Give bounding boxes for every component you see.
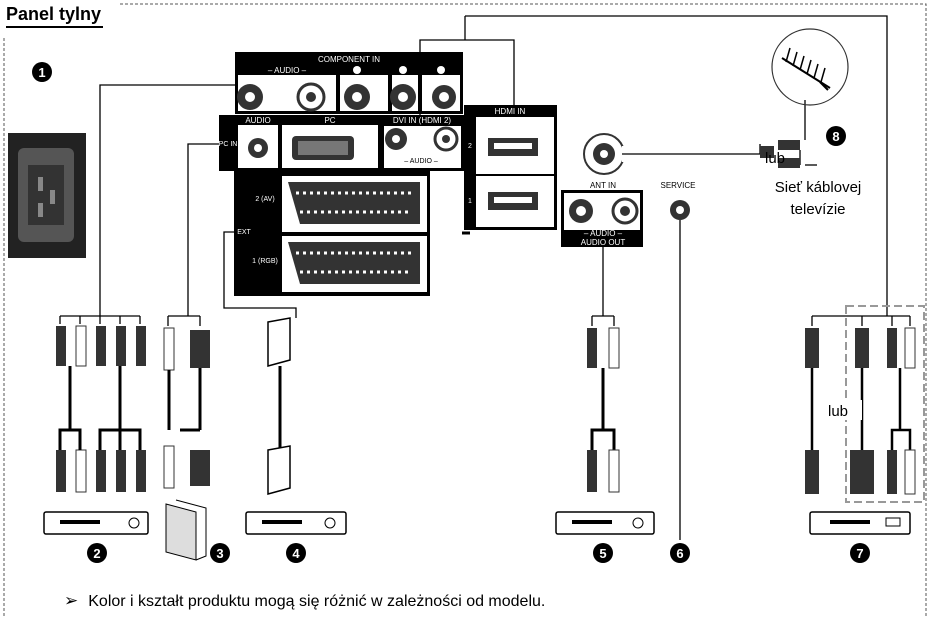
hdmi-1-label: 1 (468, 198, 472, 205)
component-cables (56, 315, 146, 493)
lub-hdmi-label: lub (828, 403, 848, 420)
pc-cables (163, 315, 210, 489)
component-in-label: COMPONENT IN (318, 55, 380, 64)
hdmi-cables (805, 305, 925, 503)
callout-5 (593, 543, 613, 563)
callout-8-label: 8 (832, 129, 839, 144)
vcr-5 (555, 511, 655, 535)
callout-2-label: 2 (93, 546, 100, 561)
antenna-icon (771, 28, 849, 106)
vcr-2 (43, 511, 149, 535)
audio-out-label: AUDIO OUT (581, 238, 626, 247)
callout-4 (286, 543, 306, 563)
pc-label: PC (324, 116, 335, 125)
audio-out-channels-label: – AUDIO – (584, 229, 623, 238)
callout-1-label: 1 (38, 65, 45, 80)
pc-audio-label: AUDIO (245, 116, 270, 125)
connection-lines (99, 15, 888, 540)
hdmi-in-label: HDMI IN (495, 107, 526, 116)
callout-3 (210, 543, 230, 563)
hdmi-in-block: HDMI IN 2 1 (462, 105, 557, 235)
ext-av-label: 2 (AV) (255, 196, 274, 203)
hdmi-2-label: 2 (468, 143, 472, 150)
cable-tv-label-line2: televízie (790, 201, 845, 218)
callout-7 (850, 543, 870, 563)
callout-5-label: 5 (599, 546, 606, 561)
callout-6-label: 6 (676, 546, 683, 561)
ext-rgb-label: 1 (RGB) (252, 258, 278, 265)
disclaimer-note: ➢ Kolor i kształt produktu mogą się różni… (64, 591, 545, 611)
arrow-icon: ➢ (64, 591, 79, 610)
service-label: SERVICE (661, 181, 696, 190)
pc-in-label: PC IN (219, 141, 238, 148)
frame-top-right (120, 3, 927, 617)
power-socket (8, 133, 86, 258)
pc-in-block: AUDIO PC PC IN (219, 115, 381, 171)
audio-out-cables (587, 315, 620, 493)
component-in-block: COMPONENT IN – AUDIO – (235, 52, 463, 114)
callout-3-label: 3 (216, 546, 223, 561)
callout-6 (670, 543, 690, 563)
ext-label: EXT (237, 229, 251, 236)
antenna-plugs (760, 140, 800, 168)
vcr-4 (245, 511, 347, 535)
lub-antenna-label: lub (765, 150, 785, 167)
cable-tv-label-line1: Sieť káblovej (775, 179, 862, 196)
scart-cable (267, 317, 291, 495)
callout-8 (826, 126, 846, 146)
callout-2 (87, 543, 107, 563)
dvi-in-block: DVI IN (HDMI 2) – AUDIO – (381, 115, 464, 171)
dvd-player-7 (809, 511, 911, 535)
page-title: Panel tylny (6, 4, 104, 28)
audio-out-block: – AUDIO – AUDIO OUT (561, 190, 643, 247)
component-audio-label: – AUDIO – (268, 66, 307, 75)
dvi-in-label: DVI IN (HDMI 2) (393, 116, 452, 125)
ant-in-label: ANT IN (590, 181, 616, 190)
ext-block: EXT 2 (AV) 1 (RGB) (234, 171, 430, 296)
callout-7-label: 7 (856, 546, 863, 561)
callout-1 (32, 62, 52, 82)
dvi-audio-label: – AUDIO – (404, 158, 438, 165)
pc-tower-icon (165, 499, 207, 561)
callout-4-label: 4 (292, 546, 300, 561)
disclaimer-text: Kolor i kształt produktu mogą się różnić… (88, 593, 546, 610)
